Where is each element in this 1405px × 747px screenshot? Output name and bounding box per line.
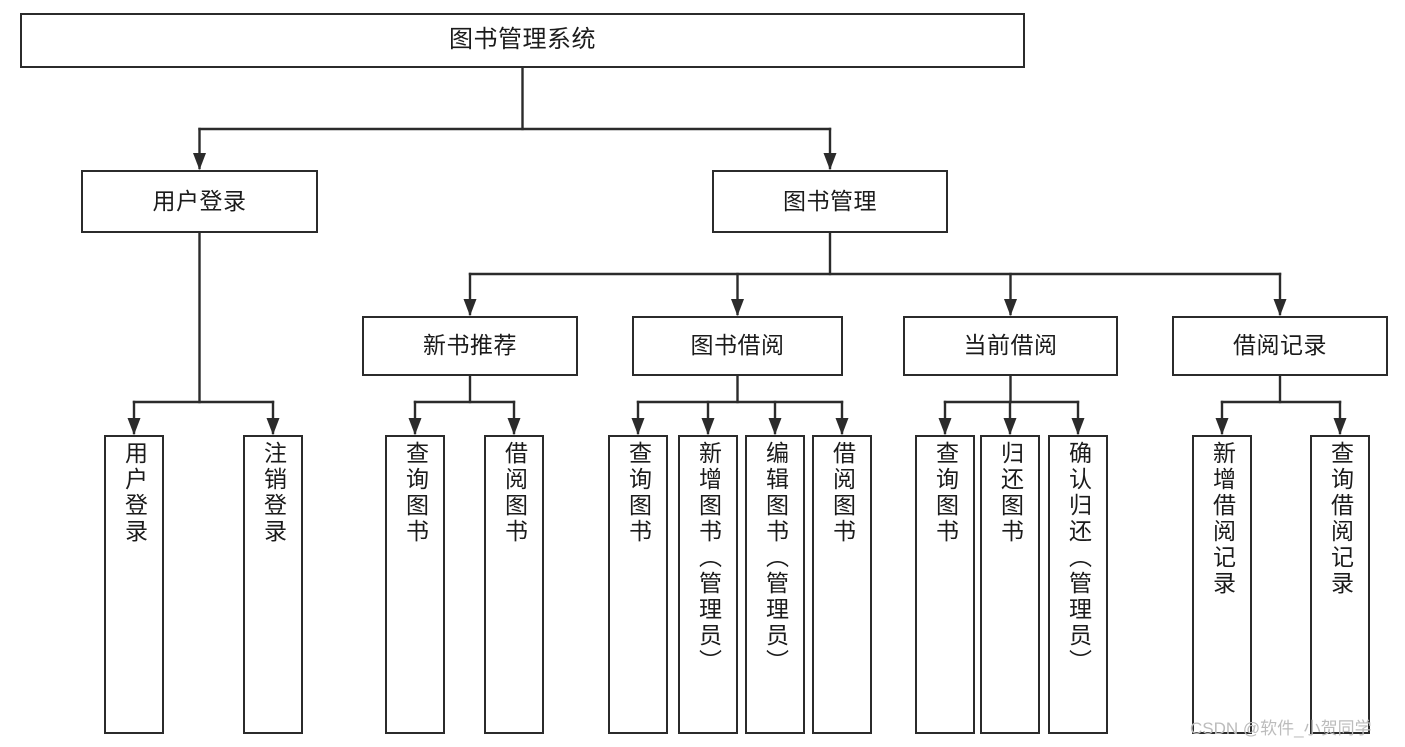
node-leaf-user-logout-label: 注销登录 — [260, 441, 287, 545]
node-leaf-borrow-book-2-label: 借阅图书 — [829, 441, 856, 545]
node-leaf-borrow-book-1[interactable]: 借阅图书 — [484, 435, 544, 734]
node-leaf-edit-book[interactable]: 编辑图书（管理员） — [745, 435, 805, 734]
node-leaf-add-book[interactable]: 新增图书（管理员） — [678, 435, 738, 734]
node-leaf-user-login-label: 用户登录 — [121, 441, 148, 545]
node-book-borrow[interactable]: 图书借阅 — [632, 316, 843, 376]
node-current-borrow[interactable]: 当前借阅 — [903, 316, 1118, 376]
node-book-borrow-label: 图书借阅 — [690, 332, 785, 359]
node-leaf-add-record-label: 新增借阅记录 — [1209, 441, 1236, 597]
node-leaf-query-book-2-label: 查询图书 — [625, 441, 652, 545]
node-leaf-return-book-label: 归还图书 — [997, 441, 1024, 545]
csdn-watermark: CSDN @软件_小贺同学 — [1190, 719, 1372, 738]
node-leaf-user-logout[interactable]: 注销登录 — [243, 435, 303, 734]
node-current-borrow-label: 当前借阅 — [963, 332, 1058, 359]
node-leaf-query-book-3-label: 查询图书 — [932, 441, 959, 545]
node-leaf-add-book-label: 新增图书（管理员） — [695, 441, 722, 675]
node-leaf-user-login[interactable]: 用户登录 — [104, 435, 164, 734]
node-borrow-record-label: 借阅记录 — [1233, 332, 1327, 359]
node-leaf-borrow-book-2[interactable]: 借阅图书 — [812, 435, 872, 734]
node-leaf-borrow-book-1-label: 借阅图书 — [501, 441, 528, 545]
node-leaf-add-record[interactable]: 新增借阅记录 — [1192, 435, 1252, 734]
node-leaf-query-record[interactable]: 查询借阅记录 — [1310, 435, 1370, 734]
node-root-label: 图书管理系统 — [449, 26, 596, 54]
node-book-manage-label: 图书管理 — [783, 187, 877, 214]
node-leaf-query-book-1[interactable]: 查询图书 — [385, 435, 445, 734]
node-leaf-confirm-return-label: 确认归还（管理员） — [1065, 441, 1092, 675]
node-leaf-query-record-label: 查询借阅记录 — [1327, 441, 1354, 597]
node-leaf-return-book[interactable]: 归还图书 — [980, 435, 1040, 734]
node-user-login-label: 用户登录 — [152, 187, 247, 214]
node-new-book-recommend-label: 新书推荐 — [423, 332, 517, 359]
node-book-manage[interactable]: 图书管理 — [712, 170, 948, 233]
node-borrow-record[interactable]: 借阅记录 — [1172, 316, 1388, 376]
node-leaf-query-book-2[interactable]: 查询图书 — [608, 435, 668, 734]
node-leaf-query-book-3[interactable]: 查询图书 — [915, 435, 975, 734]
node-leaf-query-book-1-label: 查询图书 — [402, 441, 429, 545]
node-new-book-recommend[interactable]: 新书推荐 — [362, 316, 578, 376]
node-leaf-edit-book-label: 编辑图书（管理员） — [762, 441, 789, 675]
node-leaf-confirm-return[interactable]: 确认归还（管理员） — [1048, 435, 1108, 734]
node-user-login[interactable]: 用户登录 — [81, 170, 318, 233]
node-root[interactable]: 图书管理系统 — [20, 13, 1025, 68]
